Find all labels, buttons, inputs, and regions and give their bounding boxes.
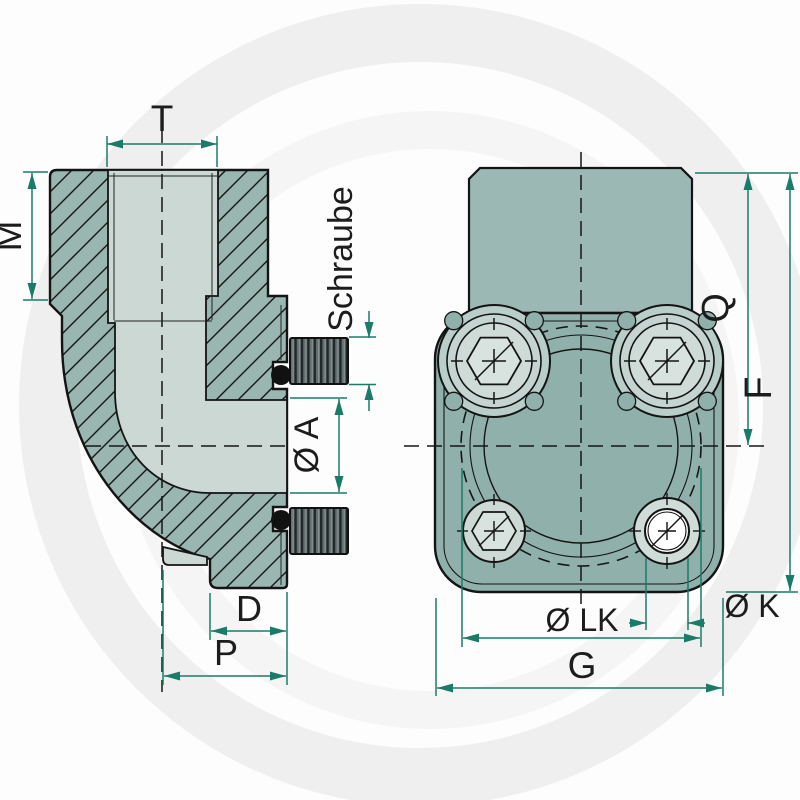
dimension-D: D xyxy=(209,588,288,685)
label-LK: Ø LK xyxy=(546,602,619,638)
label-Q: Q xyxy=(695,293,737,323)
label-K: Ø K xyxy=(724,588,779,624)
thread-detail-lines xyxy=(108,173,282,585)
dimension-A: Ø A xyxy=(288,397,347,494)
dimension-Q: Q xyxy=(695,172,798,445)
dimension-F: F xyxy=(726,174,798,593)
flange-screw-top-left xyxy=(437,304,551,418)
label-A: Ø A xyxy=(288,416,326,473)
flange-chamfer-line xyxy=(443,320,715,585)
o-ring-lower xyxy=(271,510,291,530)
dimension-LK: Ø LK xyxy=(461,468,702,647)
dimension-G: G xyxy=(435,598,724,696)
bore xyxy=(107,169,288,494)
label-P: P xyxy=(214,632,238,673)
bolt-hole-bottom-right xyxy=(629,493,705,569)
label-D: D xyxy=(236,588,262,629)
label-F: F xyxy=(738,376,780,399)
dimension-Schraube: Schraube xyxy=(322,186,376,411)
label-Schraube: Schraube xyxy=(322,186,360,332)
spigot-tab xyxy=(162,545,208,566)
threaded-stud-upper xyxy=(271,337,349,385)
dimension-M: M xyxy=(0,171,48,301)
dimension-K: Ø K xyxy=(629,558,780,630)
label-M: M xyxy=(0,221,29,252)
threaded-stud-lower xyxy=(271,507,349,555)
hex-screw-bottom-left xyxy=(457,494,531,568)
left-view-section xyxy=(48,128,349,692)
dimension-P: P xyxy=(162,570,286,685)
right-view-flange xyxy=(404,152,764,612)
o-ring-upper xyxy=(271,365,291,385)
dimension-T: T xyxy=(106,98,218,167)
label-G: G xyxy=(568,645,597,686)
flange-screw-top-right xyxy=(610,304,724,418)
label-T: T xyxy=(151,98,174,139)
